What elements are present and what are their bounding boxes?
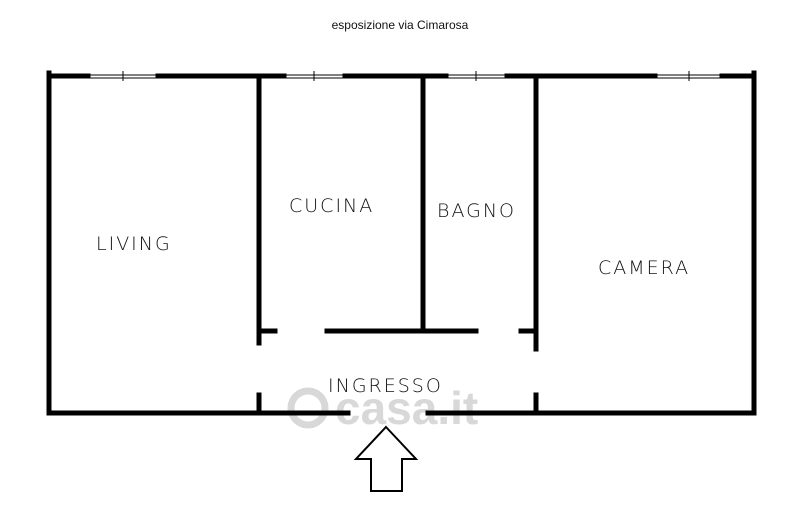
windows [88,71,722,81]
watermark: casa.it [287,382,478,434]
room-label-bagno: BAGNO [437,200,516,222]
arrow-up-icon [353,425,419,492]
room-label-cucina: CUCINA [289,195,374,217]
plan-caption: esposizione via Cimarosa [331,18,469,32]
walls [46,70,757,416]
room-label-living: LIVING [96,233,172,255]
room-label-camera: CAMERA [598,257,690,279]
watermark-text: casa.it [335,382,478,434]
room-label-ingresso: INGRESSO [328,375,443,397]
